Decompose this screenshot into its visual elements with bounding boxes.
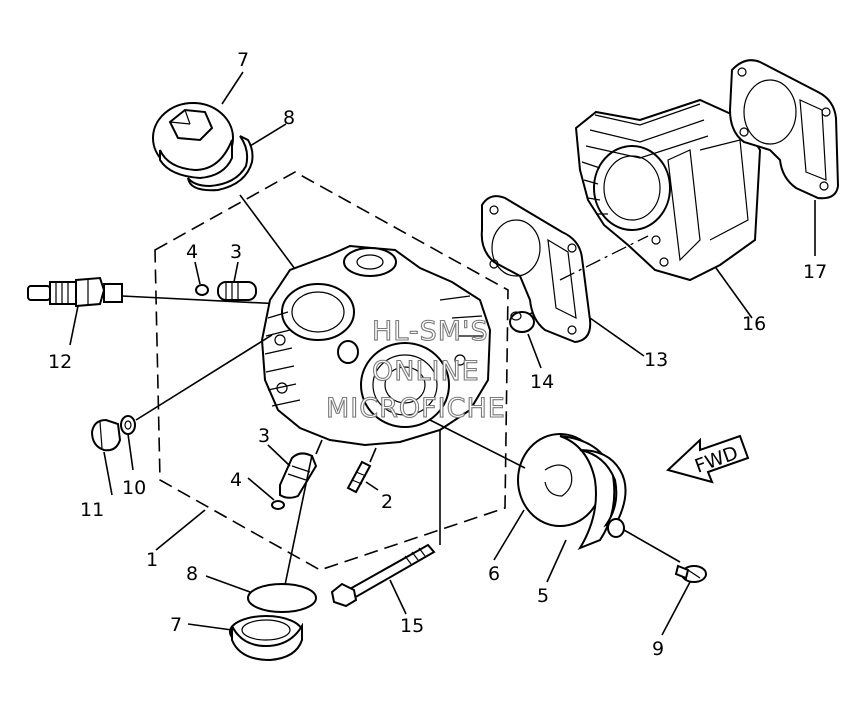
callout-5: 5 (537, 585, 549, 607)
valve-guide-lower-part[interactable] (279, 452, 318, 499)
callout-11: 11 (80, 499, 104, 521)
callout-9: 9 (652, 638, 664, 660)
valve-cap-top-part[interactable] (152, 102, 234, 180)
watermark: HL-SM'S ONLINE MICROFICHE (325, 315, 506, 424)
cylinder-head-part[interactable] (260, 244, 492, 447)
callout-4-lower: 4 (230, 469, 242, 491)
cylinder-part[interactable] (574, 98, 762, 282)
dowel-pin-part[interactable] (509, 311, 535, 333)
callout-3-lower: 3 (258, 425, 270, 447)
o-ring-lower-part[interactable] (247, 583, 317, 613)
side-cover-part[interactable] (517, 433, 627, 551)
callout-7-upper: 7 (237, 49, 249, 71)
watermark-line-3: MICROFICHE (326, 393, 506, 424)
callout-labels: 1 2 3 3 4 4 5 6 7 7 8 8 9 10 11 12 13 14… (48, 49, 827, 660)
callout-10: 10 (122, 477, 146, 499)
callout-2: 2 (381, 491, 393, 513)
cylinder-bolt-part[interactable] (330, 543, 436, 608)
callout-16: 16 (742, 313, 766, 335)
callout-12: 12 (48, 351, 72, 373)
callout-7-lower: 7 (170, 614, 182, 636)
callout-3-upper: 3 (230, 241, 242, 263)
o-ring-top-part[interactable] (187, 135, 254, 192)
valve-cotter-top-part[interactable] (195, 284, 209, 296)
oil-check-bolt-part[interactable] (90, 418, 122, 452)
assembly-centerline (559, 235, 649, 281)
washer-part[interactable] (120, 415, 136, 435)
valve-cotter-lower-part[interactable] (271, 500, 285, 510)
stud-bolt-part[interactable] (346, 460, 372, 494)
screw-part[interactable] (674, 564, 707, 583)
watermark-line-2: ONLINE (372, 356, 480, 387)
valve-guide-top-part[interactable] (217, 281, 257, 301)
callout-4-upper: 4 (186, 241, 198, 263)
base-gasket-part[interactable] (728, 59, 840, 200)
head-gasket-part[interactable] (480, 195, 592, 344)
callout-8-upper: 8 (283, 107, 295, 129)
callout-8-lower: 8 (186, 563, 198, 585)
cylinder-head-assembly-boundary (154, 171, 509, 571)
spark-plug-part[interactable] (27, 276, 123, 308)
callout-14: 14 (530, 371, 554, 393)
watermark-line-1: HL-SM'S (372, 316, 489, 347)
callout-17: 17 (803, 261, 827, 283)
leader-lines (69, 71, 816, 636)
fwd-direction-arrow: FWD (666, 434, 750, 484)
callout-15: 15 (400, 615, 424, 637)
valve-cap-lower-part[interactable] (229, 615, 303, 662)
callout-13: 13 (644, 349, 668, 371)
callout-6: 6 (488, 563, 500, 585)
callout-1: 1 (146, 549, 158, 571)
